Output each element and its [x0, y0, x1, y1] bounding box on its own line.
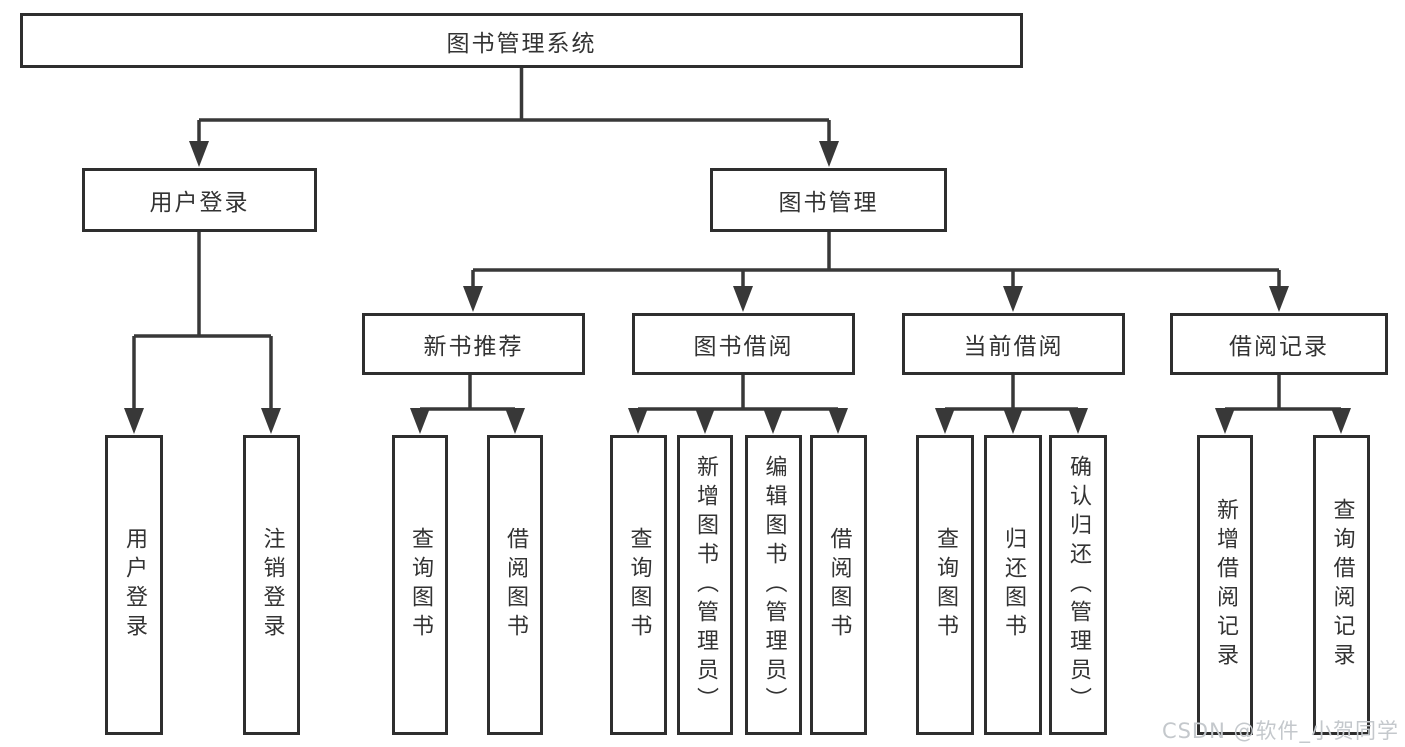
arrowheads — [124, 141, 1351, 434]
leaf-borrow-books-2: 借阅图书 — [810, 435, 867, 735]
node-current-borrowing: 当前借阅 — [902, 313, 1125, 375]
node-library-management-system: 图书管理系统 — [20, 13, 1023, 68]
leaf-add-books-admin: 新增图书（管理员） — [677, 435, 733, 735]
leaf-return-books: 归还图书 — [984, 435, 1042, 735]
leaf-query-books-2: 查询图书 — [610, 435, 667, 735]
leaf-query-borrow-record: 查询借阅记录 — [1313, 435, 1370, 735]
leaf-query-books-1: 查询图书 — [392, 435, 448, 735]
leaf-logout: 注销登录 — [243, 435, 300, 735]
leaf-add-borrow-record: 新增借阅记录 — [1197, 435, 1253, 735]
node-user-login: 用户登录 — [82, 168, 317, 232]
node-book-management: 图书管理 — [710, 168, 947, 232]
node-new-book-recommendation: 新书推荐 — [362, 313, 585, 375]
leaf-query-books-3: 查询图书 — [916, 435, 974, 735]
leaf-user-login: 用户登录 — [105, 435, 163, 735]
leaf-confirm-return-admin: 确认归还（管理员） — [1049, 435, 1107, 735]
watermark: CSDN @软件_小贺同学 — [1161, 719, 1399, 743]
node-book-borrowing: 图书借阅 — [632, 313, 855, 375]
leaf-edit-books-admin: 编辑图书（管理员） — [745, 435, 802, 735]
leaf-borrow-books-1: 借阅图书 — [487, 435, 543, 735]
node-borrowing-records: 借阅记录 — [1170, 313, 1388, 375]
